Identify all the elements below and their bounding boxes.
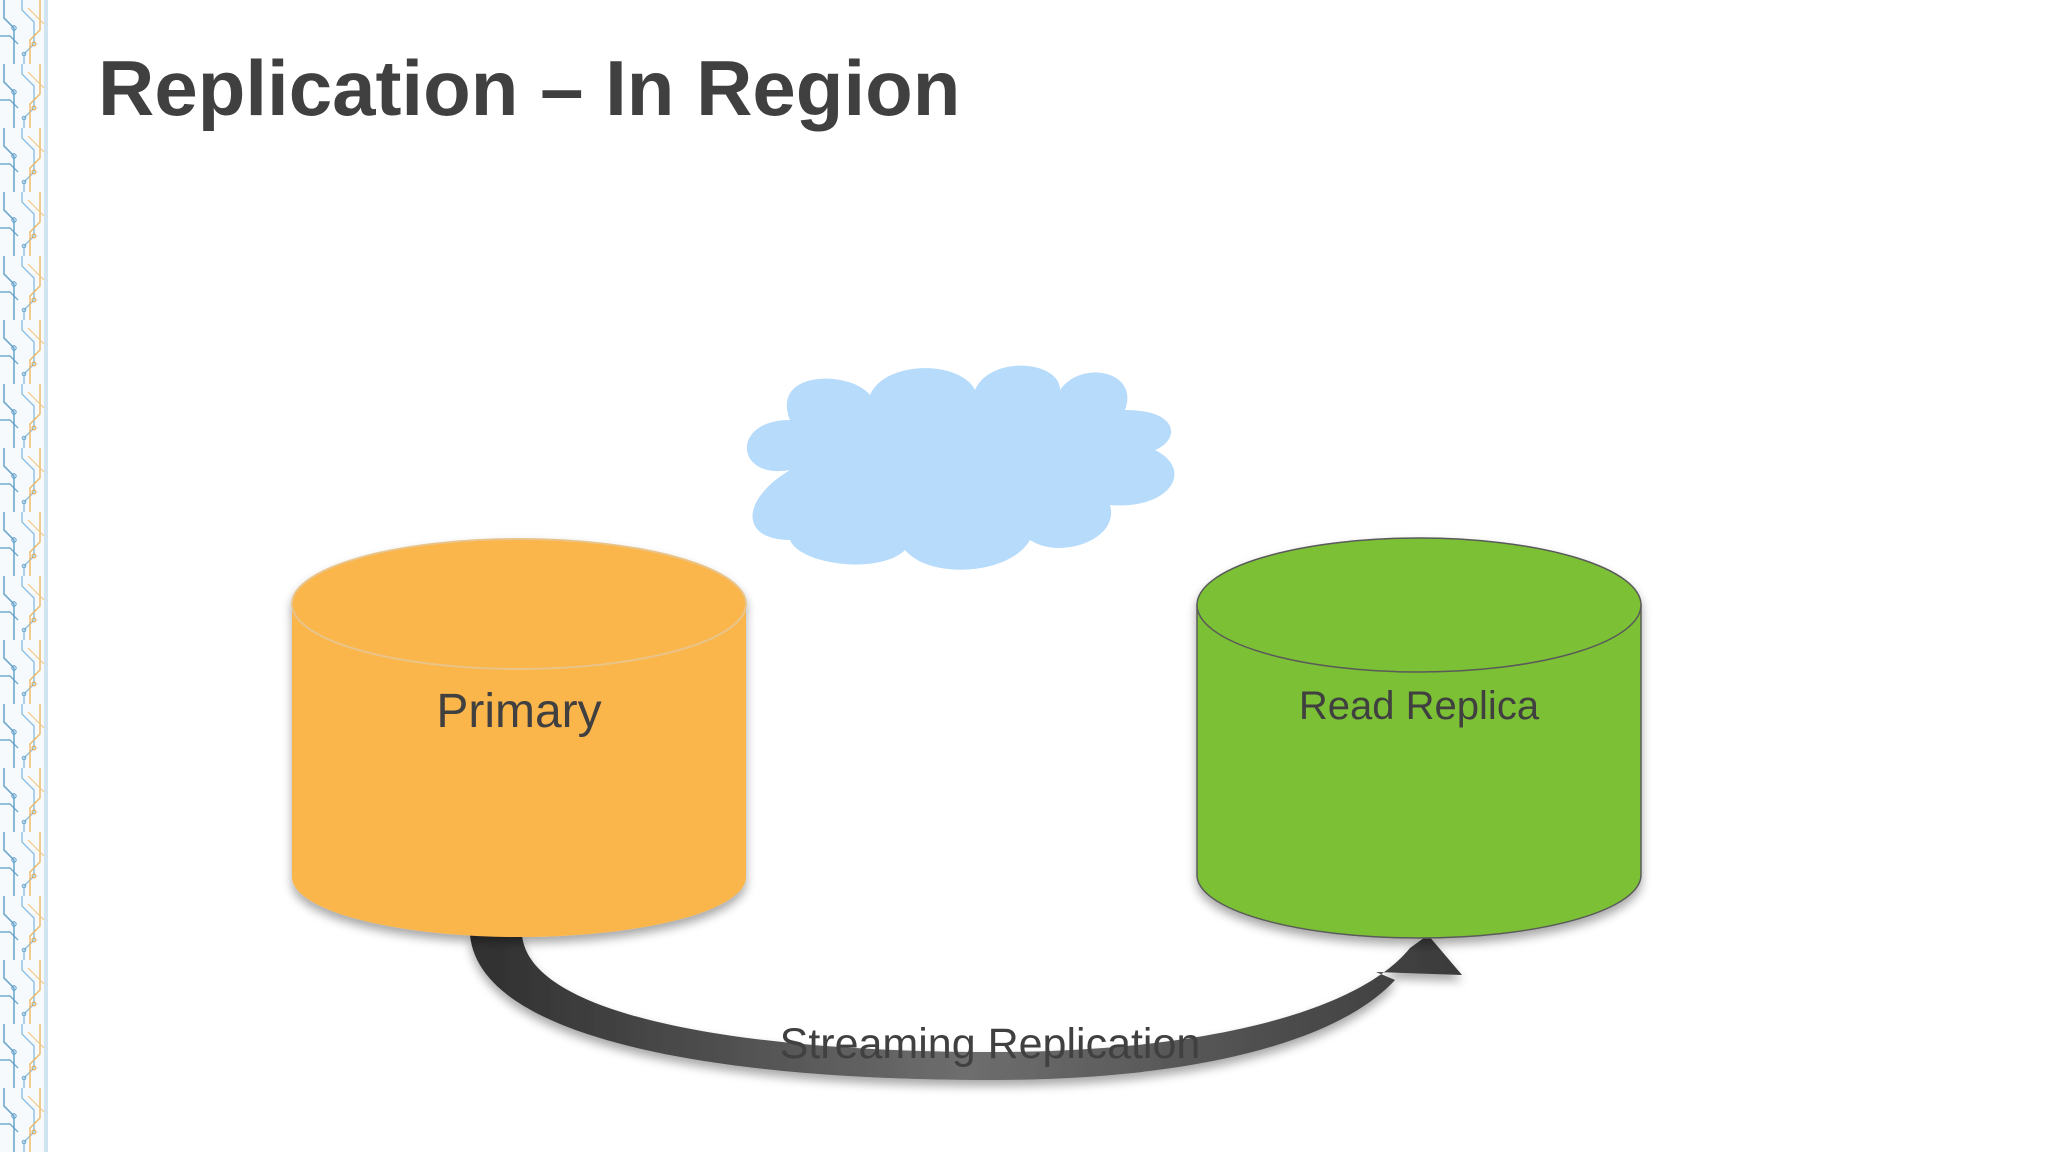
replica-label: Read Replica — [1299, 684, 1540, 728]
curved-arrow-icon — [470, 935, 1462, 1080]
primary-database — [291, 538, 747, 937]
cloud-icon — [746, 365, 1175, 570]
connection-label: Streaming Replication — [780, 1020, 1201, 1068]
decorative-border-pattern — [0, 0, 48, 1152]
primary-label: Primary — [436, 685, 601, 738]
replica-database — [1196, 537, 1642, 939]
slide-title: Replication – In Region — [98, 44, 961, 132]
